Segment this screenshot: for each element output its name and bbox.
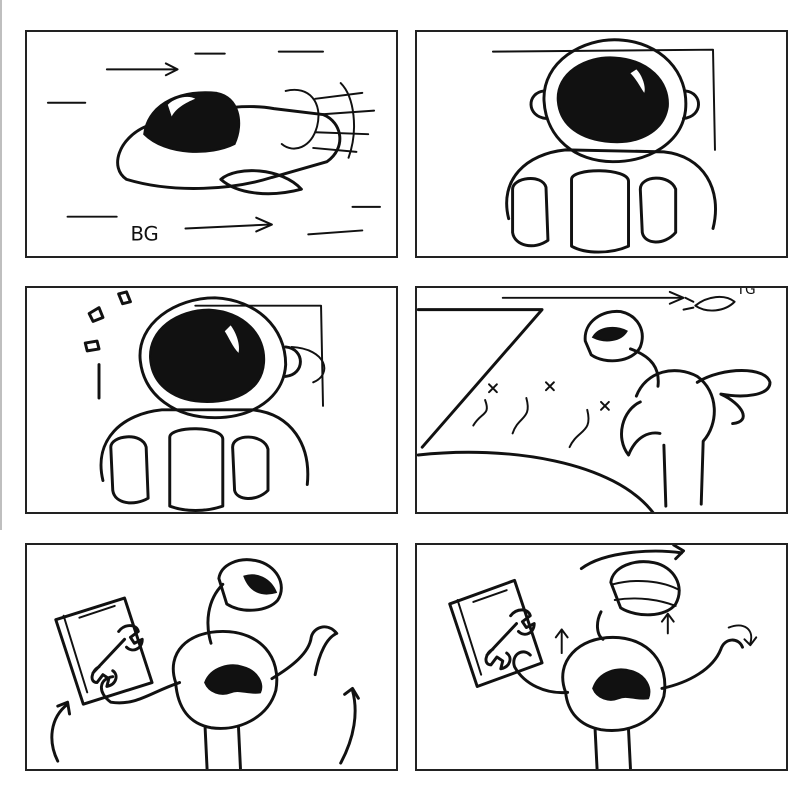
lift-arrow-right: [339, 688, 357, 765]
helmet: [138, 296, 288, 420]
alien-body: [171, 629, 279, 730]
alien-hand: [620, 400, 662, 457]
visor: [149, 308, 266, 403]
alien-helmet-spinning: [609, 560, 681, 617]
helmet: [542, 38, 688, 164]
control-stick: [168, 427, 225, 512]
wrench-icon: [484, 608, 536, 671]
alien-swing-sketch: [448, 545, 758, 769]
right-glove: [638, 176, 678, 244]
left-glove: [511, 177, 550, 248]
alien-body: [634, 369, 716, 506]
ship-fin: [219, 169, 303, 196]
storyboard-panel-4: TG: [415, 286, 788, 514]
alien-window-sketch: TG: [417, 288, 772, 512]
storyboard-panel-1: BG: [25, 30, 398, 258]
suit-body: [99, 408, 310, 486]
alien-arm-left: [512, 650, 570, 695]
ship-cockpit: [143, 91, 241, 153]
wrench-manual: [448, 578, 544, 688]
right-glove: [231, 435, 270, 500]
alien-eye: [591, 326, 628, 342]
seat-back: [194, 304, 324, 407]
spaceship-sketch: BG: [46, 50, 381, 245]
window-frame: [417, 308, 544, 449]
storyboard-panel-6: [415, 543, 788, 771]
tg-note: TG: [736, 288, 756, 298]
stars: [472, 381, 610, 449]
visor: [556, 56, 669, 144]
alien-eye-helmet: [217, 558, 283, 612]
distant-rocket: [682, 295, 736, 312]
alien-manual-sketch: [50, 558, 360, 769]
storyboard-panel-2: [415, 30, 788, 258]
console-edge: [417, 450, 655, 512]
storyboard-panel-5: [25, 543, 398, 771]
storyboard-panel-3: [25, 286, 398, 514]
alien-arm: [695, 369, 772, 426]
astronaut-sketch: [491, 38, 717, 254]
suit-body: [505, 148, 717, 230]
alien-arm-left: [99, 675, 182, 705]
seat-back: [491, 48, 716, 151]
alien-arm-right: [270, 625, 339, 681]
wrench-icon: [90, 624, 144, 688]
speed-lines: [46, 50, 381, 236]
left-glove: [109, 435, 150, 505]
spin-arrow: [579, 549, 684, 571]
wrench-manual: [54, 596, 154, 706]
alien-mouth: [204, 664, 263, 695]
alien-eye-helmet: [583, 310, 644, 363]
motion-swoosh: [290, 345, 326, 384]
page-edge: [0, 0, 2, 530]
bg-note: BG: [130, 222, 158, 245]
astronaut-startled-sketch: [83, 290, 326, 512]
alien-arm-right: [660, 638, 744, 690]
engine-exhaust: [280, 82, 376, 159]
alien-mouth: [592, 668, 651, 701]
lift-arrow-left: [50, 702, 70, 763]
alien-eye: [243, 574, 278, 595]
control-stick: [570, 169, 630, 254]
shock-marks: [83, 290, 132, 400]
flick-arrow: [727, 624, 753, 645]
